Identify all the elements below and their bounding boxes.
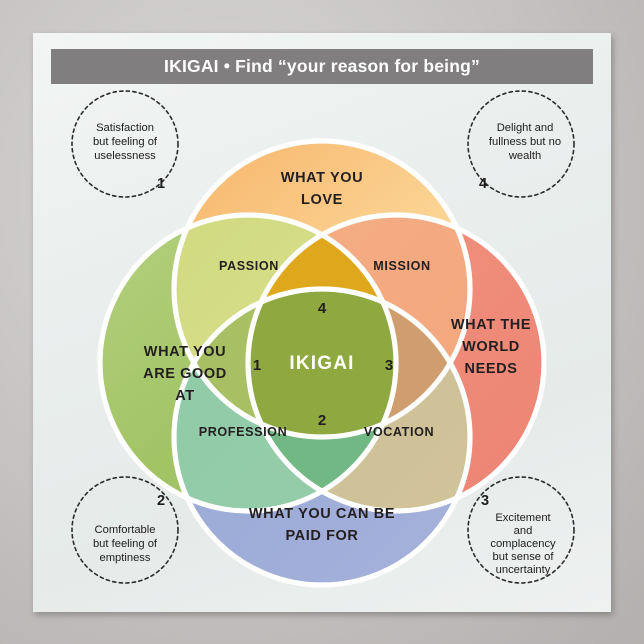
label-paid-line2: PAID FOR (285, 528, 358, 544)
note-3-line-4: but sense of (493, 551, 555, 563)
note-2-line-3: emptiness (100, 552, 151, 564)
note-4-number: 4 (479, 176, 487, 192)
label-paid-line1: WHAT YOU CAN BE (249, 506, 395, 522)
region-number-4: 4 (318, 300, 327, 317)
note-2-line-2: but feeling of (93, 538, 158, 550)
note-1-line-2: but feeling of (93, 136, 158, 148)
note-1-line-1: Satisfaction (96, 122, 154, 134)
note-1-line-3: uselessness (94, 150, 156, 162)
poster-title-bar: IKIGAI • Find “your reason for being” (51, 49, 593, 84)
label-love-line1: WHAT YOU (281, 170, 363, 186)
label-needs-line1: WHAT THE (451, 317, 531, 333)
note-2-number: 2 (157, 493, 165, 509)
note-bubble-4[interactable]: Delight and fullness but no wealth 4 (467, 90, 575, 198)
note-bubble-3[interactable]: 3 Excitement and complacency but sense o… (467, 476, 575, 584)
label-love-line2: LOVE (301, 192, 343, 208)
venn-diagram: WHAT YOU LOVE WHAT YOU ARE GOOD AT WHAT … (71, 90, 575, 588)
label-passion: PASSION (219, 259, 279, 273)
label-goodat-line2: ARE GOOD (143, 366, 227, 382)
label-needs-line3: NEEDS (465, 361, 518, 377)
region-number-1: 1 (253, 357, 261, 374)
ikigai-poster: IKIGAI • Find “your reason for being” (33, 33, 611, 612)
label-needs-line2: WORLD (462, 339, 520, 355)
region-number-3: 3 (385, 357, 393, 374)
label-ikigai-center: IKIGAI (289, 353, 354, 374)
label-profession: PROFESSION (199, 425, 288, 439)
label-mission: MISSION (373, 259, 430, 273)
note-4-line-3: wealth (508, 150, 541, 162)
note-bubble-1[interactable]: Satisfaction but feeling of uselessness … (71, 90, 179, 198)
note-3-line-1: Excitement (495, 512, 551, 524)
note-4-line-2: fullness but no (489, 136, 561, 148)
note-3-line-3: complacency (490, 538, 556, 550)
note-4-line-1: Delight and (497, 122, 554, 134)
poster-title: IKIGAI • Find “your reason for being” (164, 56, 480, 76)
note-3-number: 3 (481, 493, 489, 509)
note-bubble-2[interactable]: 2 Comfortable but feeling of emptiness (71, 476, 179, 584)
label-goodat-line3: AT (175, 388, 194, 404)
label-goodat-line1: WHAT YOU (144, 344, 226, 360)
note-3-line-2: and (514, 525, 533, 537)
note-2-line-1: Comfortable (95, 524, 156, 536)
venn-labels: WHAT YOU LOVE WHAT YOU ARE GOOD AT WHAT … (143, 170, 531, 544)
region-number-2: 2 (318, 412, 326, 429)
note-3-line-5: uncertainty (496, 564, 551, 576)
venn-outlines (97, 138, 547, 588)
note-1-number: 1 (157, 176, 165, 192)
label-vocation: VOCATION (364, 425, 434, 439)
